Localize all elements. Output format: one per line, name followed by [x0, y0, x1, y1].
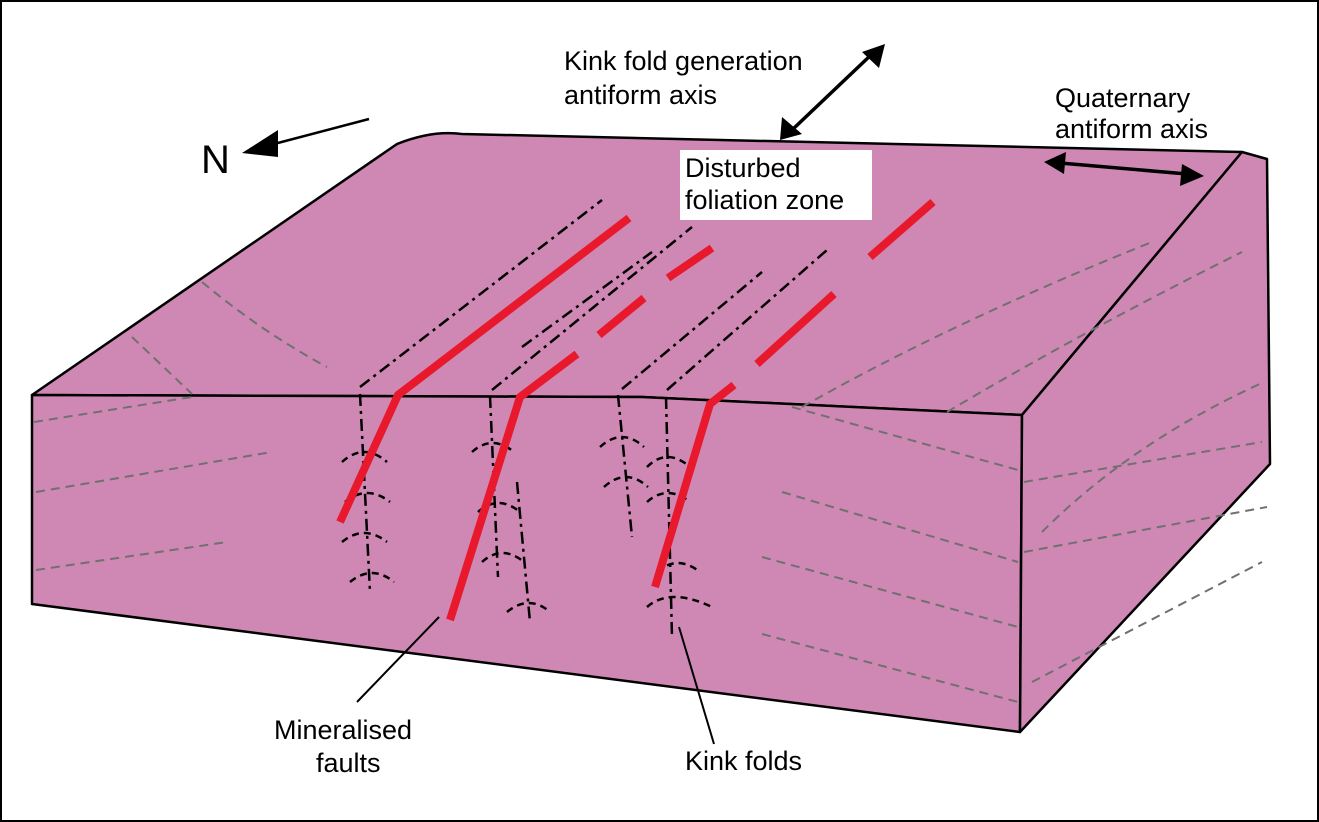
- kink-fold-trace: [616, 394, 634, 538]
- disturbed-label-box: [680, 150, 872, 220]
- kink-axis-arrow-head-icon: [862, 44, 885, 68]
- mineralised-faults-label-line2: faults: [316, 748, 381, 778]
- kink-fold-trace: [515, 481, 532, 623]
- kink-axis-arrow-head-icon: [780, 117, 802, 140]
- north-label: N: [201, 138, 230, 182]
- kink-folds-label: Kink folds: [685, 746, 802, 776]
- disturbed-label-line2: foliation zone: [685, 185, 844, 215]
- quaternary-axis-label-line1: Quaternary: [1055, 83, 1191, 113]
- kink-fold-hinge: [341, 531, 388, 543]
- block-front-face: [30, 393, 1024, 734]
- block-right-face: [1018, 150, 1272, 734]
- kink-fold-hinge: [349, 571, 395, 583]
- kink-fold-trace: [358, 393, 372, 593]
- mineralised-faults: [336, 198, 936, 622]
- kink-fold-hinge: [481, 551, 525, 563]
- foliation-trace: [946, 251, 1243, 413]
- fault-trace: [867, 198, 936, 261]
- foliation-trace: [1041, 381, 1265, 533]
- kink-fold-hinge: [603, 475, 649, 488]
- foliation-trace: [1023, 441, 1263, 483]
- foliation-trace: [33, 396, 193, 423]
- foliation-trace: [781, 491, 1019, 563]
- fault-trace: [665, 244, 715, 282]
- kink-fold-hinge: [506, 601, 551, 613]
- kink-fold-trace: [359, 199, 603, 388]
- foliation-trace: [35, 451, 273, 493]
- kink-axis-label-line1: Kink fold generation: [564, 46, 803, 76]
- kink-fold-trace: [621, 271, 763, 390]
- quaternary-axis-label-line2: antiform axis: [1055, 114, 1208, 144]
- north-arrow: [242, 117, 370, 157]
- foliation-trace: [791, 406, 1019, 471]
- mineralised-faults-leader: [356, 616, 440, 703]
- kink-fold-hinge: [341, 450, 388, 463]
- fault-trace: [651, 381, 737, 589]
- kink-fold-traces: [358, 199, 828, 638]
- kink-fold-trace: [521, 250, 653, 349]
- kink-fold-hinge: [471, 441, 515, 453]
- kink-fold-hinge: [646, 595, 713, 609]
- foliation-trace: [1023, 506, 1268, 553]
- kink-axis-arrow: [780, 44, 885, 140]
- mineralised-faults-label-line1: Mineralised: [274, 715, 412, 745]
- fault-trace: [754, 291, 837, 367]
- foliation-traces: [33, 241, 1268, 703]
- kink-fold-trace: [666, 249, 828, 391]
- quaternary-axis-arrow-head-icon: [1180, 164, 1204, 186]
- quaternary-axis-arrow: [1044, 152, 1204, 186]
- fault-trace: [336, 214, 632, 524]
- kink-fold-hinge: [599, 435, 645, 448]
- foliation-trace: [131, 336, 193, 395]
- foliation-trace: [1031, 561, 1263, 683]
- kink-folds-leader: [678, 626, 715, 745]
- foliation-trace: [801, 241, 1153, 408]
- rock-block: [30, 131, 1272, 734]
- kink-fold-trace: [488, 395, 500, 578]
- foliation-trace: [201, 281, 328, 368]
- kink-fold-trace: [491, 226, 693, 391]
- north-arrow-head-icon: [242, 130, 278, 157]
- foliation-trace: [35, 541, 228, 571]
- disturbed-label-line1: Disturbed: [685, 153, 801, 183]
- quaternary-axis-arrow-head-icon: [1044, 152, 1066, 174]
- fault-trace: [446, 350, 580, 622]
- kink-axis-label-line2: antiform axis: [564, 80, 717, 110]
- fault-trace: [596, 294, 647, 339]
- kink-fold-hinge: [646, 491, 691, 503]
- kink-fold-hinge: [646, 455, 691, 468]
